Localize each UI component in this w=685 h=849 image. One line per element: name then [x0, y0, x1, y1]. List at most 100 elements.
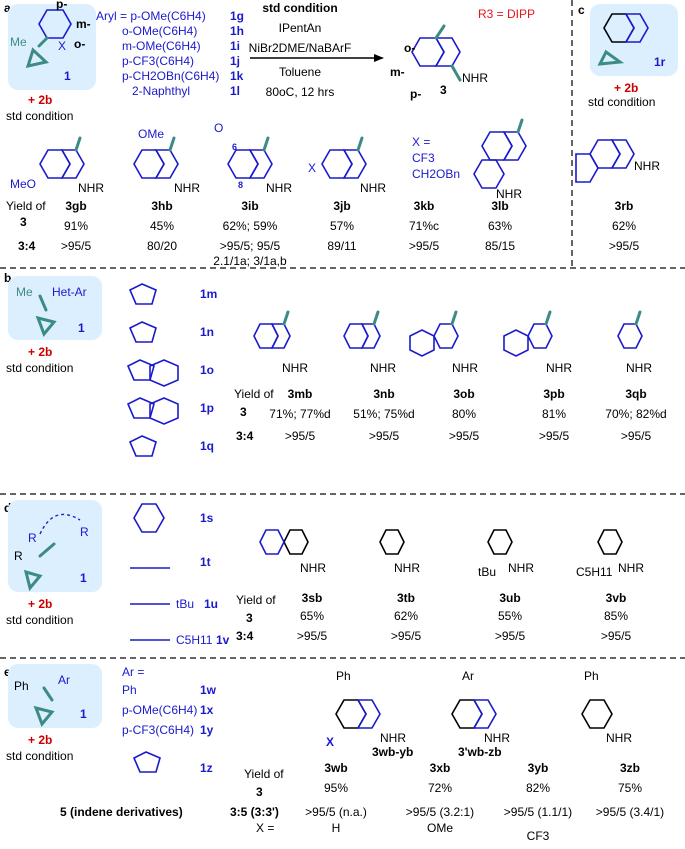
panel-a-aryl-list-2-id: 1i	[230, 39, 240, 53]
labels-ph: Ph	[584, 669, 599, 683]
panel-b-compounds-1-yield: 51%; 75%d	[353, 407, 414, 421]
polygon-shape	[33, 705, 55, 727]
line-shape	[372, 310, 380, 326]
line-shape	[516, 118, 524, 134]
panel-e-group1: 3wb-yb	[372, 745, 413, 759]
panel-a-aryl-list-3-name: p-CF3(C6H4)	[122, 54, 194, 68]
labels-ar: Ar	[462, 669, 474, 683]
panel-a-atom-6: 6	[232, 142, 237, 152]
panel-a-label: a	[4, 1, 11, 15]
labels-ph: Ph	[14, 679, 29, 693]
id-3xb: 3xb	[430, 761, 451, 775]
labels-plus-2b: + 2b	[28, 733, 52, 747]
panel-dividers	[0, 0, 685, 659]
polygon-shape	[374, 54, 384, 62]
line-shape	[282, 310, 290, 326]
panel-d: d R R R 1 + 2b std condition 1s 1t tBu 1…	[4, 500, 644, 647]
panel-b-compounds-4-yield: 70%; 82%d	[605, 407, 666, 421]
panel-e-compounds-0-ratio: >95/5 (n.a.)	[305, 805, 367, 819]
data-row-b: Yield of 3 3:4 3mb 71%; 77%d >95/5 3nb 5…	[234, 387, 667, 443]
labels-nhr3: NHR	[394, 561, 420, 575]
panel-a-compounds-4-ratio: >95/5	[409, 239, 440, 253]
line-shape	[262, 136, 270, 152]
line-shape	[634, 310, 642, 326]
labels-ratio34: 3:4	[236, 429, 254, 443]
labels-ar: Ar	[58, 673, 70, 687]
polygon-shape	[617, 323, 643, 349]
x-sub-label: X =	[412, 135, 430, 149]
labels-ratio35: 3:5 (3:3')	[230, 805, 279, 819]
panel-a-aryl-list-0-name: Aryl = p-OMe(C6H4)	[96, 9, 206, 23]
panel-a-x-sub-1: CF3	[412, 151, 435, 165]
id-3rb: 3rb	[615, 199, 634, 213]
panel-e-compounds-0-x: H	[332, 821, 341, 835]
compound-3ob-structure	[409, 310, 459, 357]
polygon-shape	[502, 131, 527, 161]
labels-nhr3: NHR	[78, 181, 104, 195]
labels-std-condition: std condition	[588, 95, 655, 109]
labels-nhr3: NHR	[546, 361, 572, 375]
compound-3mb-structure	[253, 310, 291, 349]
polygon-shape	[472, 699, 497, 729]
panel-a-compounds-2-yield: 62%; 59%	[223, 219, 278, 233]
labels-plus-2b: + 2b	[28, 345, 52, 359]
polygon-shape	[128, 321, 157, 343]
panel-a-conditions-title: std condition	[262, 1, 337, 15]
polygon-shape	[360, 323, 381, 349]
id-3ib: 3ib	[241, 199, 258, 213]
labels-me: Me	[16, 285, 33, 299]
line-shape	[38, 542, 56, 558]
labels-nhr3: NHR	[452, 361, 478, 375]
polygon-shape	[128, 283, 157, 305]
panel-a-compounds-0-ratio: >95/5	[61, 239, 92, 253]
labels-nhr3: NHR	[282, 361, 308, 375]
polygon-shape	[23, 569, 43, 592]
labels-yield-of: Yield of	[234, 387, 274, 401]
polygon-shape	[132, 751, 161, 773]
panel-b-compounds-0-ratio: >95/5	[285, 429, 316, 443]
line-shape	[450, 310, 458, 326]
panel-b-substrates-3: 1p	[200, 401, 214, 415]
panel-e: e Ph Ar 1 + 2b std condition Ar = Ph 1w …	[4, 664, 664, 843]
polygon-shape	[356, 699, 381, 729]
substrate-1r-structure	[597, 13, 649, 66]
panel-d-substrates-0: 1s	[200, 511, 214, 525]
panel-a-aryl-list-3-id: 1j	[230, 54, 240, 68]
x-label: X	[58, 39, 66, 53]
panel-a-conditions-line1: IPentAn	[279, 21, 322, 35]
compound-3gb-structure	[39, 136, 85, 179]
panel-a-aryl-list-1-name: o-OMe(C6H4)	[122, 24, 197, 38]
panel-b-compounds-3-ratio: >95/5	[539, 429, 570, 443]
line-shape	[544, 310, 552, 326]
labels-x: X	[308, 161, 316, 175]
labels-nhr3: NHR	[508, 561, 534, 575]
id-3mb: 3mb	[288, 387, 313, 401]
panel-d-compounds-0-yield: 65%	[300, 609, 324, 623]
line-shape	[38, 294, 48, 312]
panel-d-c5h11: C5H11	[576, 565, 613, 579]
panel-e-compounds-1-x: OMe	[427, 821, 453, 835]
labels-ratio34: 3:4	[18, 239, 36, 253]
labels-r3: R	[80, 525, 89, 539]
panel-d-substrates-3: 1v	[216, 633, 230, 647]
labels-r1: R	[14, 549, 23, 563]
polygon-shape	[335, 699, 367, 729]
labels-nhr3: NHR	[360, 181, 386, 195]
panel-c-substrate: 1r	[654, 55, 666, 69]
panel-e-ar-list-3-name: p-CF3(C6H4)	[122, 723, 194, 737]
products-row-b: NHR NHR NHR NHR NHR	[253, 310, 652, 375]
labels-x: X	[326, 735, 334, 749]
meta-label-product: m-	[390, 65, 405, 79]
labels-std-condition: std condition	[6, 361, 73, 375]
aryl-list: Aryl = p-OMe(C6H4) o-OMe(C6H4) m-OMe(C6H…	[96, 9, 244, 98]
compound-3nb-structure	[343, 310, 381, 349]
products-row-e: Ph X NHR 3wb-yb Ar NHR 3'wb-zb Ph NHR	[326, 669, 632, 759]
labels-nhr3: NHR	[484, 731, 510, 745]
polygon-shape	[581, 699, 613, 729]
panel-a-compounds-3-yield: 57%	[330, 219, 354, 233]
panel-a-conditions-line4: 80oC, 12 hrs	[266, 85, 335, 99]
id-3yb: 3yb	[528, 761, 549, 775]
panel-d-compounds-3-ratio: >95/5	[601, 629, 632, 643]
id-3tb: 3tb	[397, 591, 415, 605]
panel-a-aryl-list-4-name: p-CH2OBn(C6H4)	[122, 69, 219, 83]
